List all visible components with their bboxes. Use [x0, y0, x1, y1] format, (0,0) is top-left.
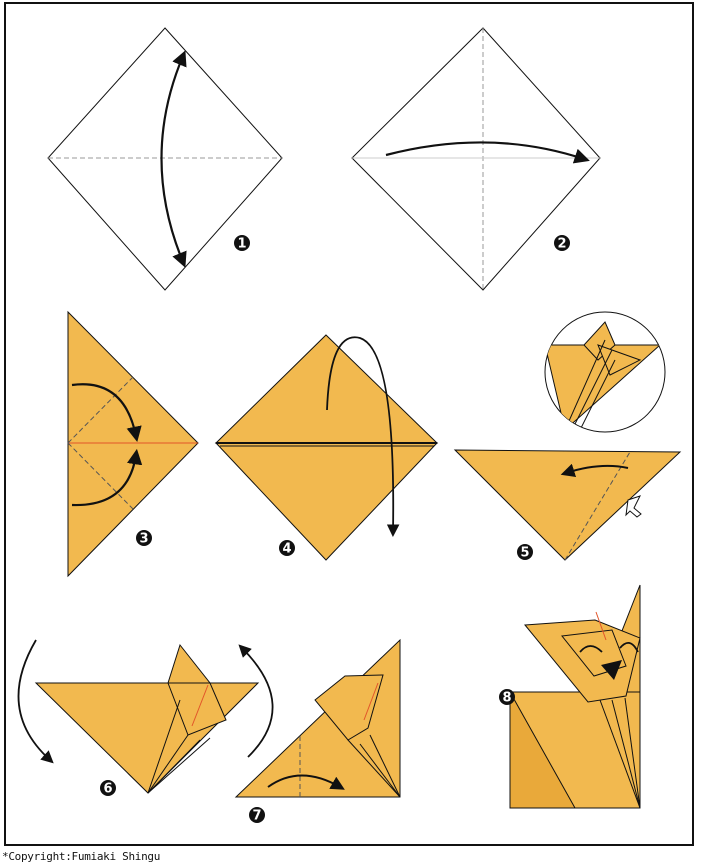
step-badge-2: 2: [554, 235, 570, 252]
step-number-4: 4: [282, 542, 291, 557]
step-5-figure: [455, 312, 680, 560]
step-badge-5: 5: [517, 544, 533, 561]
step-number-3: 3: [139, 532, 148, 547]
step-4-figure: [216, 335, 437, 560]
step-badge-7: 7: [249, 807, 265, 824]
step-badge-1: 1: [234, 235, 250, 252]
step-number-1: 1: [237, 237, 246, 252]
step-6-figure: [18, 640, 272, 793]
step-1-figure: [48, 28, 282, 290]
step-3-figure: [68, 312, 198, 576]
step-badge-6: 6: [100, 780, 116, 797]
step-8-figure: [510, 585, 640, 808]
step-number-7: 7: [252, 809, 261, 824]
step-number-6: 6: [103, 782, 112, 797]
step-badge-3: 3: [136, 530, 152, 547]
copyright-text: *Copyright:Fumiaki Shingu: [2, 850, 160, 863]
step-number-2: 2: [557, 237, 566, 252]
step-badge-4: 4: [279, 540, 295, 557]
step-7-figure: [236, 640, 400, 797]
step-number-5: 5: [520, 546, 529, 561]
step-number-8: 8: [502, 691, 511, 706]
